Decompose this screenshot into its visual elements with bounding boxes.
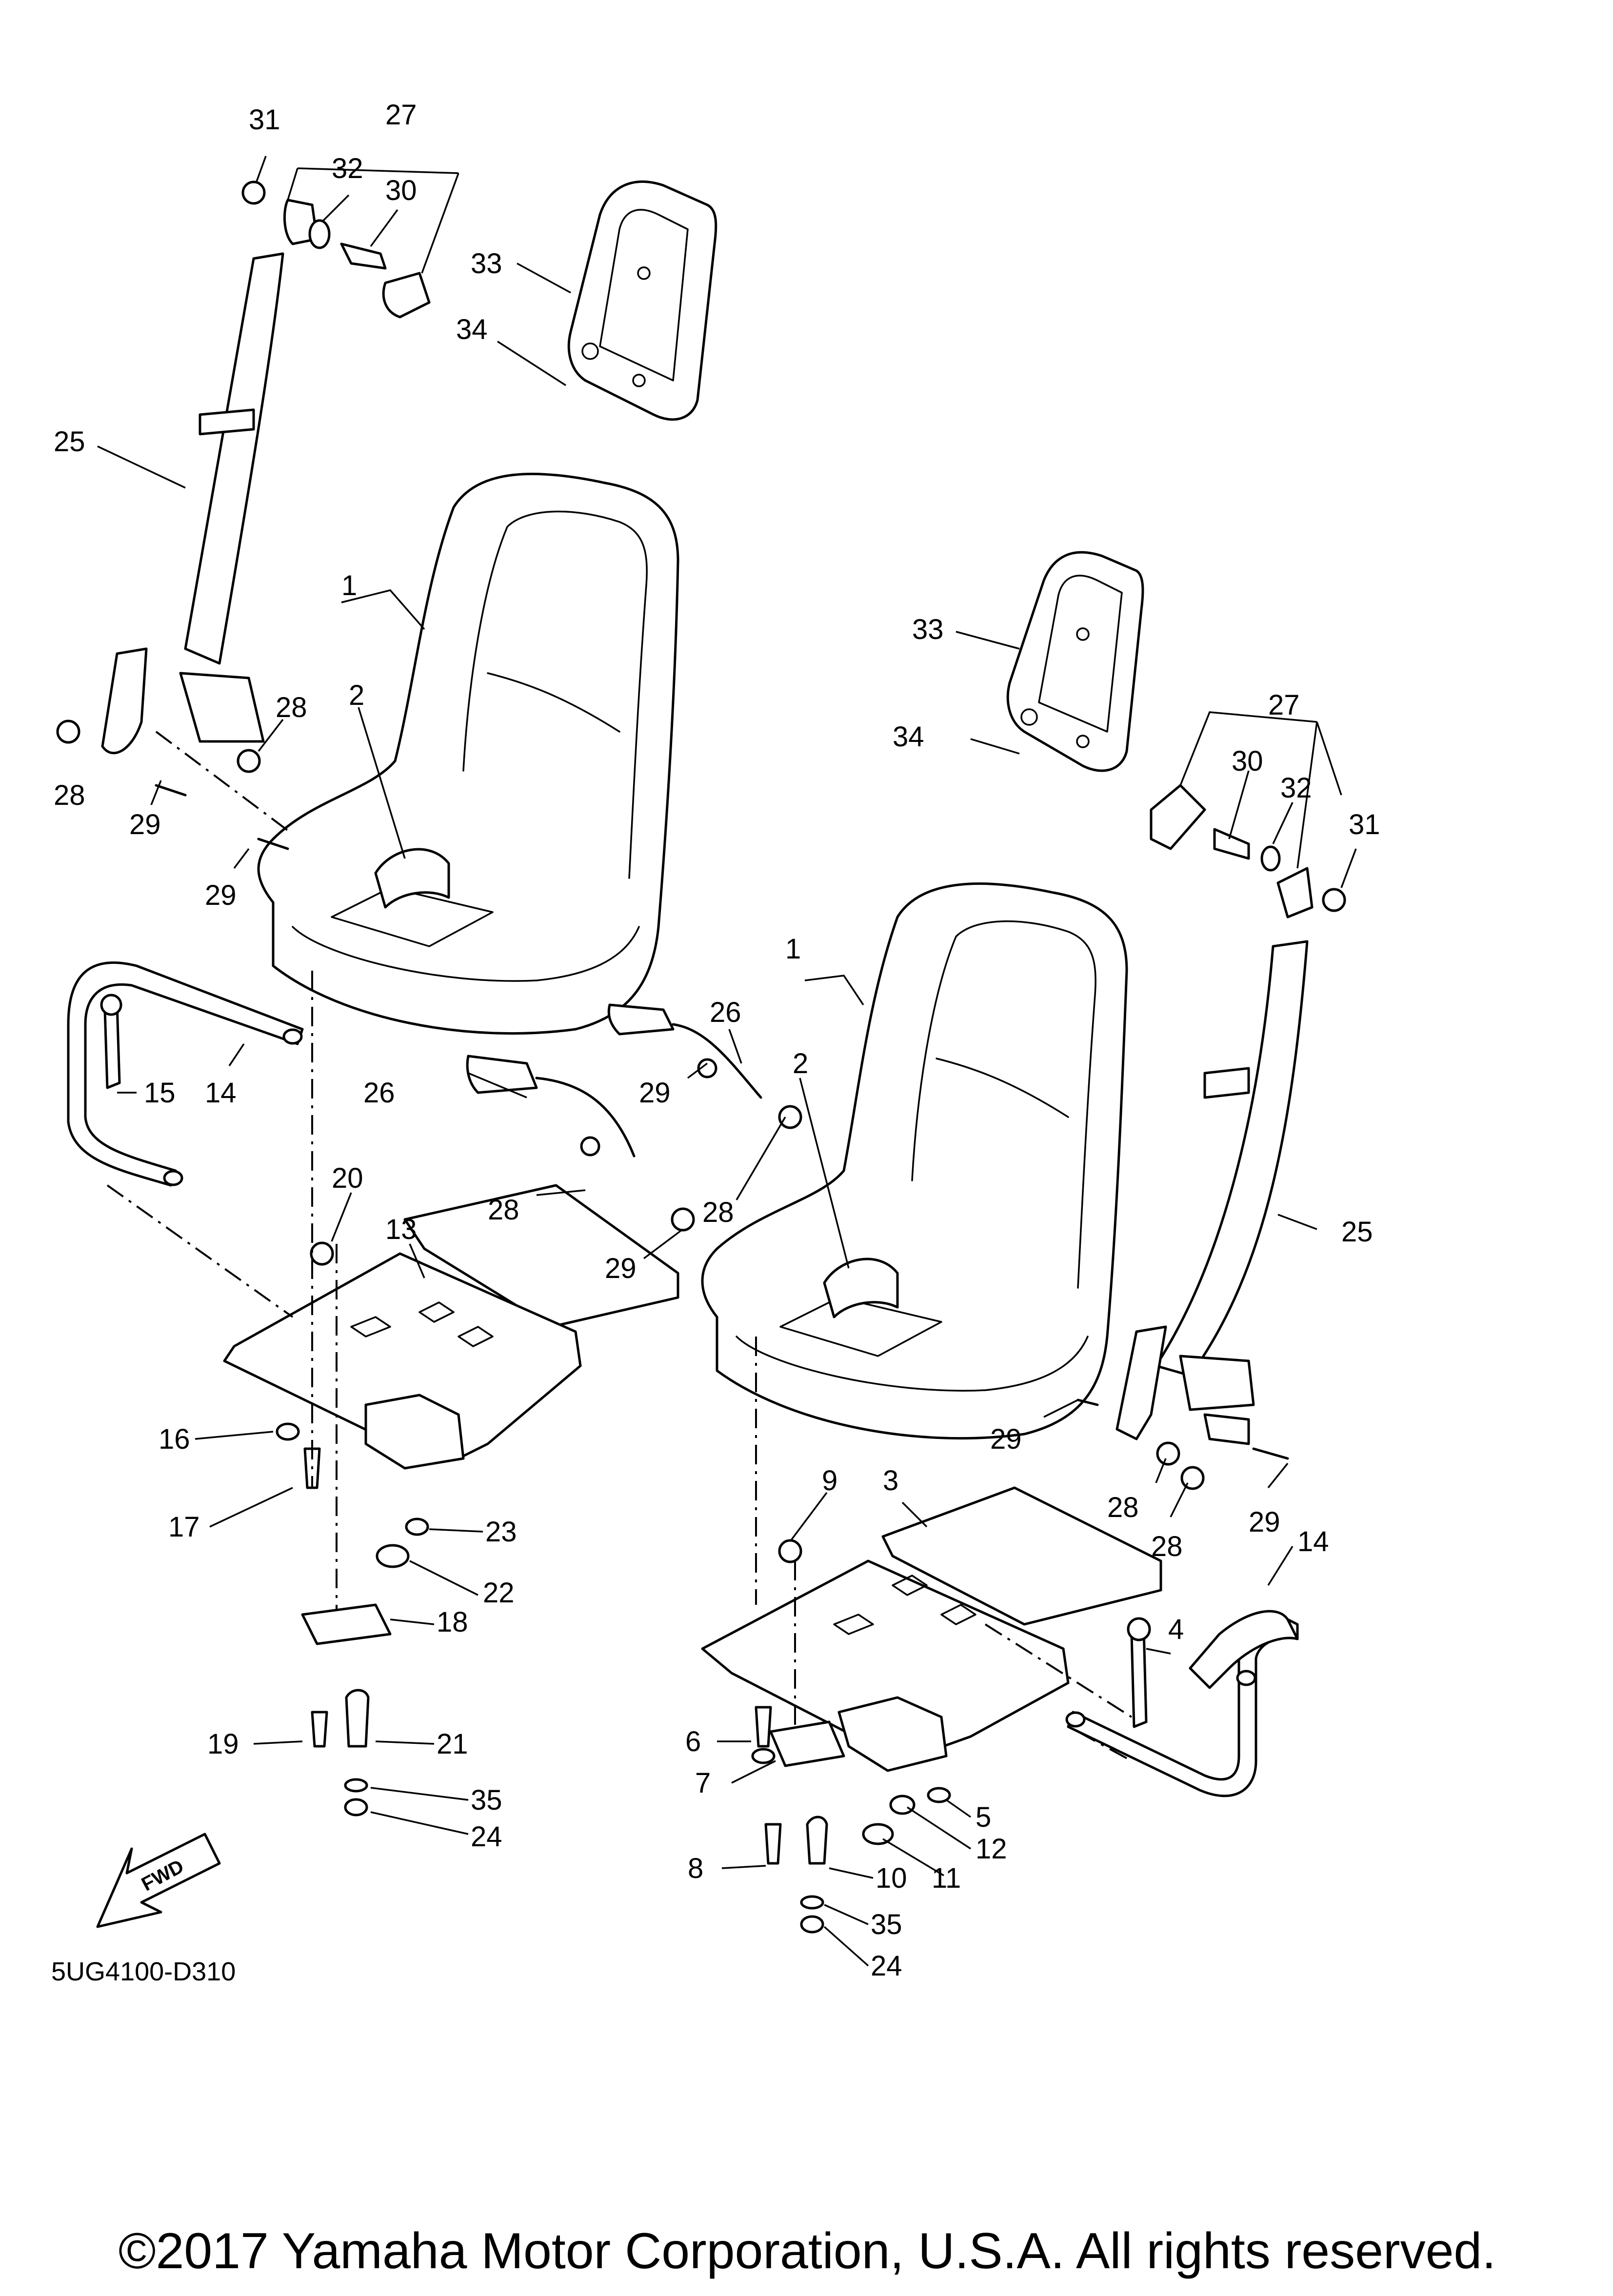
- callout: 16: [159, 1423, 190, 1455]
- callout: 31: [249, 104, 280, 136]
- callout: 9: [822, 1465, 837, 1497]
- callout: 1: [341, 570, 357, 601]
- callout: 24: [471, 1821, 502, 1853]
- callout: 32: [332, 153, 363, 184]
- right-seatbelt: [1076, 940, 1309, 1490]
- callout: 30: [1232, 745, 1263, 777]
- callout: 29: [129, 809, 161, 840]
- callout: 29: [205, 879, 237, 911]
- callout: 15: [144, 1077, 176, 1109]
- callout: 18: [437, 1606, 468, 1638]
- callout: 4: [1168, 1614, 1184, 1645]
- right-grab-bar: [1065, 1610, 1299, 1797]
- copyright-notice: ©2017 Yamaha Motor Corporation, U.S.A. A…: [119, 2223, 1496, 2279]
- callout: 28: [1107, 1492, 1139, 1523]
- callout: 17: [168, 1511, 200, 1543]
- callout: 14: [1297, 1526, 1329, 1557]
- callout: 13: [385, 1214, 417, 1245]
- left-back-panel: [567, 180, 717, 421]
- callout: 29: [1249, 1506, 1280, 1538]
- callout: 7: [695, 1767, 711, 1799]
- callout: 12: [976, 1833, 1007, 1865]
- leader-lines: [97, 156, 1357, 1967]
- callout: 5: [976, 1801, 991, 1833]
- callout: 27: [385, 99, 417, 131]
- callout: 32: [1280, 772, 1312, 804]
- right-back-panel: [1006, 551, 1144, 772]
- left-anchor-group: [241, 180, 431, 319]
- left-buckle: [466, 1055, 695, 1232]
- callout: 33: [471, 248, 502, 280]
- callout: 20: [332, 1162, 363, 1194]
- callout: 26: [363, 1077, 395, 1109]
- callout: 30: [385, 175, 417, 206]
- right-buckle: [607, 1003, 802, 1129]
- callout: 25: [1341, 1216, 1373, 1248]
- callout: 34: [893, 721, 924, 753]
- diagram-code: 5UG4100-D310: [51, 1957, 236, 1986]
- callout: 29: [990, 1423, 1022, 1455]
- callout: 14: [205, 1077, 237, 1109]
- callout: 35: [871, 1909, 902, 1940]
- callout: 25: [54, 426, 85, 458]
- callout: 3: [883, 1465, 898, 1497]
- left-seat-base: [223, 1184, 679, 1817]
- callout: 33: [912, 614, 944, 645]
- callout: 29: [605, 1253, 637, 1284]
- callout: 10: [876, 1862, 907, 1894]
- right-anchor-group: [1150, 784, 1346, 918]
- callout: 28: [1151, 1531, 1183, 1562]
- callout: 28: [702, 1197, 734, 1228]
- callouts: 31 27 32 30 33 34 25 1 2 28 28 29 29 15 …: [54, 99, 1380, 1982]
- callout: 19: [207, 1728, 239, 1760]
- callout: 28: [276, 692, 307, 723]
- callout: 28: [54, 779, 85, 811]
- callout: 22: [483, 1577, 515, 1609]
- left-seat: [257, 473, 679, 1035]
- callout: 29: [639, 1077, 671, 1109]
- callout: 28: [488, 1194, 519, 1226]
- callout: 2: [349, 679, 364, 711]
- callout: 1: [785, 933, 801, 965]
- callout: 35: [471, 1784, 502, 1816]
- callout: 34: [456, 314, 488, 345]
- callout: 24: [871, 1950, 902, 1982]
- callout: 11: [932, 1862, 961, 1894]
- right-seat: [701, 882, 1128, 1440]
- callout: 8: [688, 1853, 703, 1884]
- callout: 21: [437, 1728, 468, 1760]
- callout: 27: [1268, 689, 1300, 721]
- callout: 23: [485, 1516, 517, 1548]
- callout: 26: [710, 997, 741, 1028]
- fwd-arrow: FWD: [96, 1833, 221, 1928]
- callout: 31: [1349, 809, 1380, 840]
- left-seatbelt: [56, 252, 289, 850]
- callout: 6: [685, 1726, 701, 1757]
- right-seat-base: [701, 1486, 1162, 1934]
- callout: 2: [793, 1048, 808, 1079]
- left-grab-bar: [67, 961, 304, 1187]
